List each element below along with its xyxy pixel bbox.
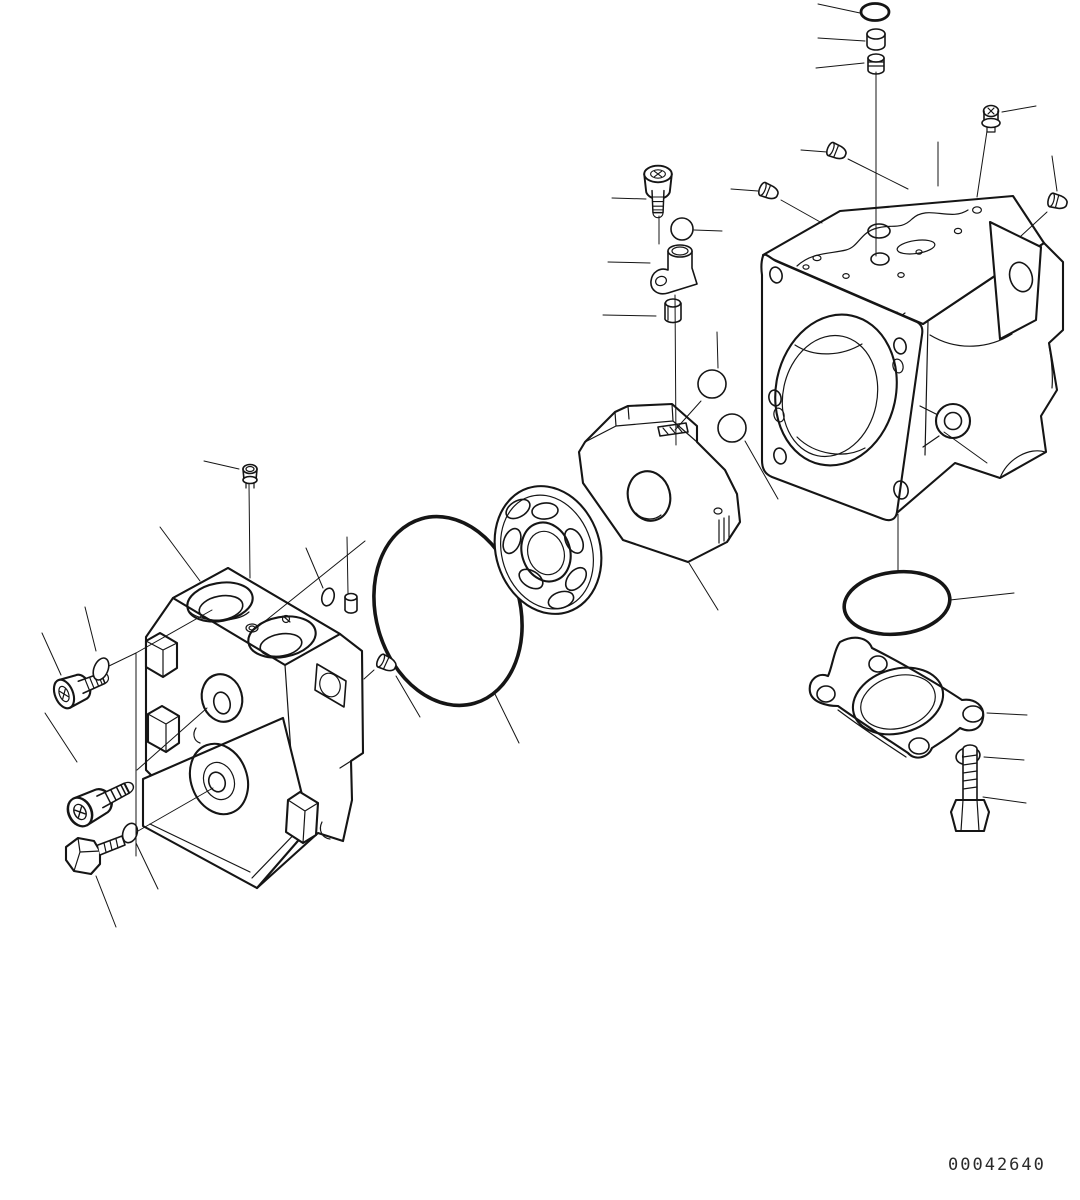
elbow-fitting (650, 244, 698, 295)
flanged-bolt-top-right (981, 104, 1001, 133)
side-plug-c (374, 652, 400, 675)
plug-right (1045, 191, 1070, 212)
steel-ball-1 (697, 369, 727, 399)
oval-plug-d (121, 822, 139, 844)
steel-ball-2 (717, 413, 747, 443)
socket-bolt-long (61, 770, 141, 832)
small-o-ring (842, 569, 952, 637)
hex-bolt-bottom (949, 744, 991, 833)
figure-number: 00042640 (948, 1155, 1046, 1175)
rear-pump-case (760, 194, 1065, 522)
pin-bushing (664, 298, 682, 324)
cover-gasket (808, 636, 985, 759)
oval-plug-a (320, 587, 336, 607)
plug-cap (866, 28, 886, 51)
top-o-ring (859, 2, 891, 22)
steel-ball-small (670, 217, 694, 241)
front-pump-case (141, 566, 365, 890)
plug-top-1 (824, 140, 849, 163)
hex-bolt-left (64, 835, 126, 876)
valve-plate (493, 485, 603, 615)
seal-washer-left (92, 657, 110, 681)
leader-lines (41, 3, 1058, 928)
grooved-fitting (867, 53, 885, 75)
socket-head-bolt-top (643, 164, 673, 219)
plug-top-2 (756, 180, 781, 203)
front-case-top-plug (242, 463, 258, 489)
swash-plate (577, 402, 742, 564)
pin-plug-b (344, 592, 358, 614)
